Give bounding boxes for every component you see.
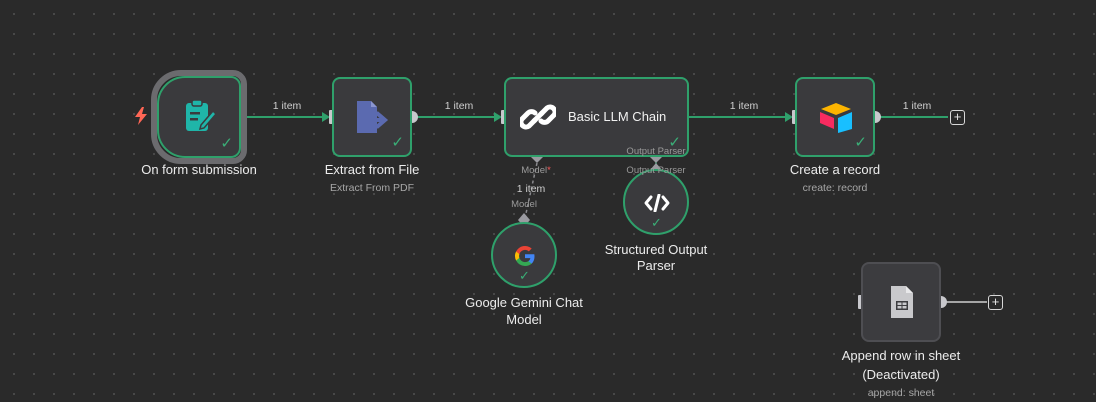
edge-label-trigger-extract: 1 item	[272, 100, 302, 112]
extract-title: Extract from File	[324, 162, 420, 177]
add-node-after-airtable-button[interactable]: +	[950, 110, 965, 125]
lightning-icon	[134, 107, 148, 130]
airtable-title: Create a record	[789, 162, 881, 177]
spreadsheet-icon	[889, 286, 915, 323]
success-check-icon: ✓	[220, 135, 233, 152]
sheets-title-line1: Append row in sheet	[841, 348, 961, 363]
arrow-head	[494, 112, 502, 122]
parser-title-line2: Parser	[636, 258, 676, 273]
llm-chain-title: Basic LLM Chain	[568, 109, 667, 124]
add-node-after-sheets-button[interactable]: +	[988, 295, 1003, 310]
parser-port-label: Output Parser	[626, 165, 686, 176]
form-trigger-node[interactable]: ✓	[157, 76, 241, 158]
gemini-title-line2: Model	[506, 312, 542, 327]
edge-label-chain-airtable: 1 item	[729, 100, 759, 112]
form-icon	[184, 99, 218, 138]
structured-output-parser-node[interactable]: ✓	[623, 169, 689, 235]
sheets-title-line2: (Deactivated)	[862, 367, 940, 382]
airtable-subtitle: create: record	[802, 182, 868, 194]
gemini-chat-model-node[interactable]: ✓	[491, 222, 557, 288]
model-port-label: Model*	[521, 165, 551, 176]
form-trigger-title: On form submission	[141, 162, 257, 177]
success-check-icon: ✓	[519, 268, 530, 283]
gemini-model-port-label: Model	[511, 199, 537, 210]
sheets-subtitle: append: sheet	[867, 387, 935, 399]
basic-llm-chain-node[interactable]: Basic LLM Chain ✓	[504, 77, 689, 157]
sheets-append-row-node[interactable]	[861, 262, 941, 342]
airtable-logo	[819, 103, 853, 138]
gemini-title-line1: Google Gemini Chat	[465, 295, 583, 310]
success-check-icon: ✓	[391, 134, 404, 151]
code-icon	[644, 193, 670, 217]
output-parser-port-label: Output Parser	[626, 146, 686, 157]
success-check-icon: ✓	[651, 215, 662, 230]
extract-subtitle: Extract From PDF	[329, 182, 415, 194]
extract-from-file-node[interactable]: ✓	[332, 77, 412, 157]
arrow-head	[322, 112, 330, 122]
edge-label-airtable-out: 1 item	[902, 100, 932, 112]
model-edge-item-count: 1 item	[516, 183, 546, 195]
success-check-icon: ✓	[668, 134, 681, 151]
trigger-selection-halo	[151, 70, 247, 164]
parser-title-line1: Structured Output	[604, 242, 708, 257]
success-check-icon: ✓	[854, 134, 867, 151]
edge-label-extract-chain: 1 item	[444, 100, 474, 112]
file-export-icon	[355, 101, 391, 138]
link-icon	[518, 99, 558, 140]
airtable-create-record-node[interactable]: ✓	[795, 77, 875, 157]
arrow-head	[785, 112, 793, 122]
google-logo	[514, 245, 536, 272]
